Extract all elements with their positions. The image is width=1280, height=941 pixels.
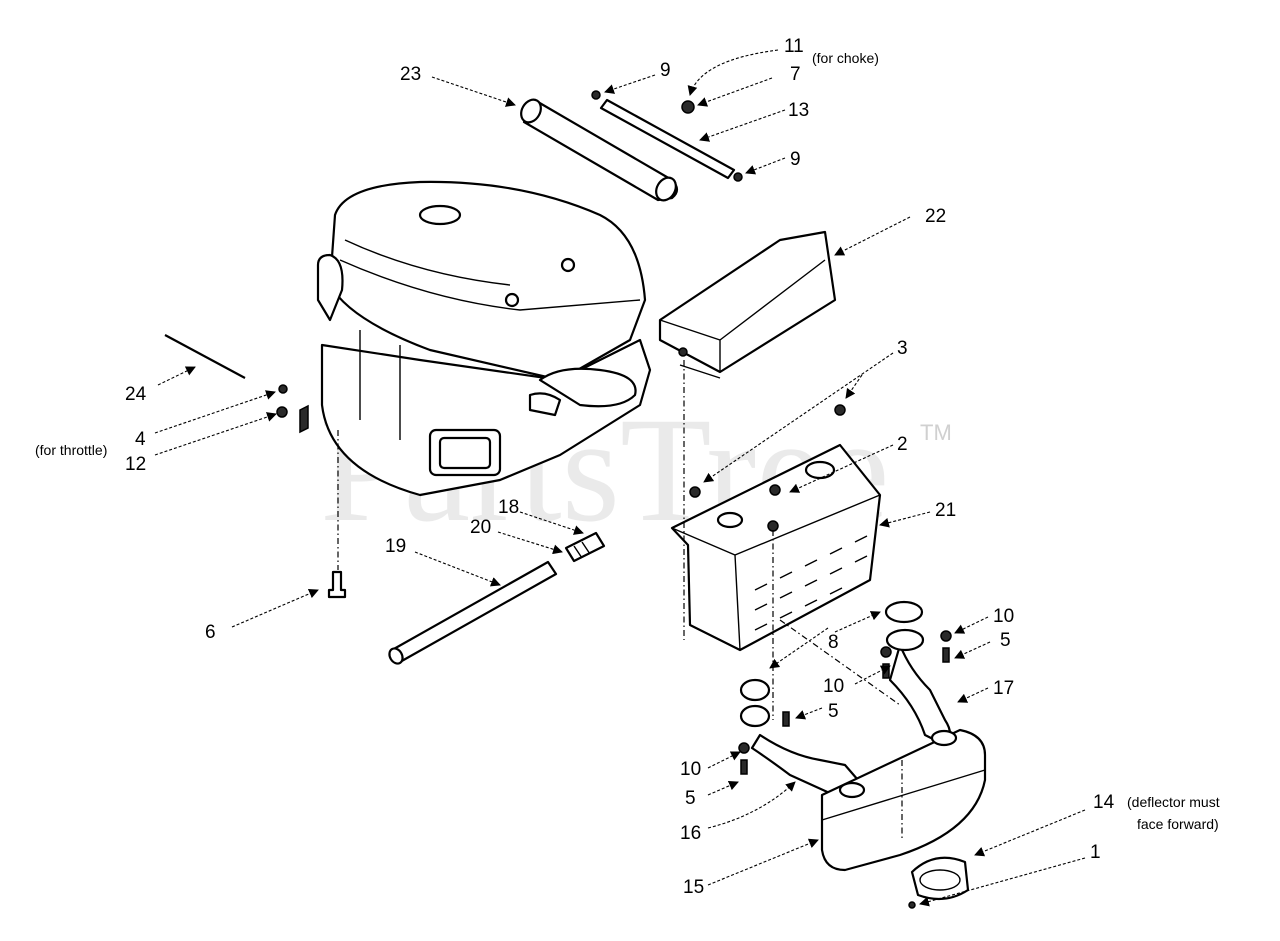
- callout-14: 14: [1093, 792, 1115, 813]
- callout-10-right: 10: [993, 606, 1014, 627]
- engine: [316, 180, 652, 497]
- part-13-tube: [599, 98, 736, 180]
- part-23-hose: [520, 98, 679, 202]
- watermark-trademark: TM: [920, 420, 952, 445]
- callout-3: 3: [897, 338, 908, 359]
- part-2-nut-a: [769, 484, 781, 496]
- part-2-nut-b: [767, 520, 779, 532]
- callout-13: 13: [788, 100, 809, 121]
- callout-11-note: (for choke): [812, 50, 879, 66]
- callout-15: 15: [683, 877, 704, 898]
- part-10-nut-c: [738, 742, 750, 754]
- callout-5-middle: 5: [828, 701, 839, 722]
- part-5-stud-d: [782, 711, 790, 727]
- callout-7: 7: [790, 64, 801, 85]
- part-9-clamp-b: [733, 172, 743, 182]
- callout-9-bottom: 9: [790, 149, 801, 170]
- callout-18: 18: [498, 497, 519, 518]
- part-18-20-fitting: [564, 531, 606, 563]
- part-5-stud-b: [882, 663, 890, 679]
- callout-20: 20: [470, 517, 491, 538]
- callout-1: 1: [1090, 842, 1101, 863]
- throttle-note: (for throttle): [35, 442, 107, 458]
- callout-2: 2: [897, 434, 908, 455]
- part-5-stud-a: [942, 647, 950, 663]
- leader-lines: [154, 49, 1086, 907]
- part-9-clamp-a: [591, 90, 601, 100]
- callout-17: 17: [993, 678, 1014, 699]
- deflector-note-line2: face forward): [1137, 816, 1219, 832]
- callout-11: 11: [784, 36, 804, 57]
- deflector-note-line1: (deflector must: [1127, 794, 1220, 810]
- part-10-nut-a: [940, 630, 952, 642]
- callout-6: 6: [205, 622, 216, 643]
- callout-9-top: 9: [660, 60, 671, 81]
- callout-10-left: 10: [680, 759, 701, 780]
- callout-19: 19: [385, 536, 406, 557]
- callout-12: 12: [125, 454, 146, 475]
- part-12-bracket: [299, 404, 309, 434]
- callout-4: 4: [135, 429, 146, 450]
- callout-labels: 23 9 11 (for choke) 7 13 9 22 3 2 21 24 …: [35, 36, 1220, 898]
- part-1-screw: [908, 901, 916, 909]
- callout-23: 23: [400, 64, 421, 85]
- callout-10-middle: 10: [823, 676, 844, 697]
- part-12-clip: [276, 406, 288, 418]
- part-7-fitting: [681, 100, 695, 114]
- part-24-cable: [164, 334, 246, 379]
- part-6-bolt: [327, 570, 347, 599]
- part-15-muffler: [820, 728, 987, 872]
- part-10-nut-b: [880, 646, 892, 658]
- callout-8: 8: [828, 632, 839, 653]
- callout-21: 21: [935, 500, 956, 521]
- part-22-shield: [658, 230, 837, 379]
- callout-16: 16: [680, 823, 701, 844]
- part-21-guard: [670, 443, 882, 652]
- callout-5-right: 5: [1000, 630, 1011, 651]
- part-3-screw-b: [689, 486, 701, 498]
- screw-22: [678, 347, 688, 357]
- callout-24: 24: [125, 384, 147, 405]
- callout-22: 22: [925, 206, 946, 227]
- part-19-tube: [388, 560, 558, 665]
- callout-5-left: 5: [685, 788, 696, 809]
- part-4-screw: [278, 384, 288, 394]
- part-3-screw-a: [834, 404, 846, 416]
- part-5-stud-c: [740, 759, 748, 775]
